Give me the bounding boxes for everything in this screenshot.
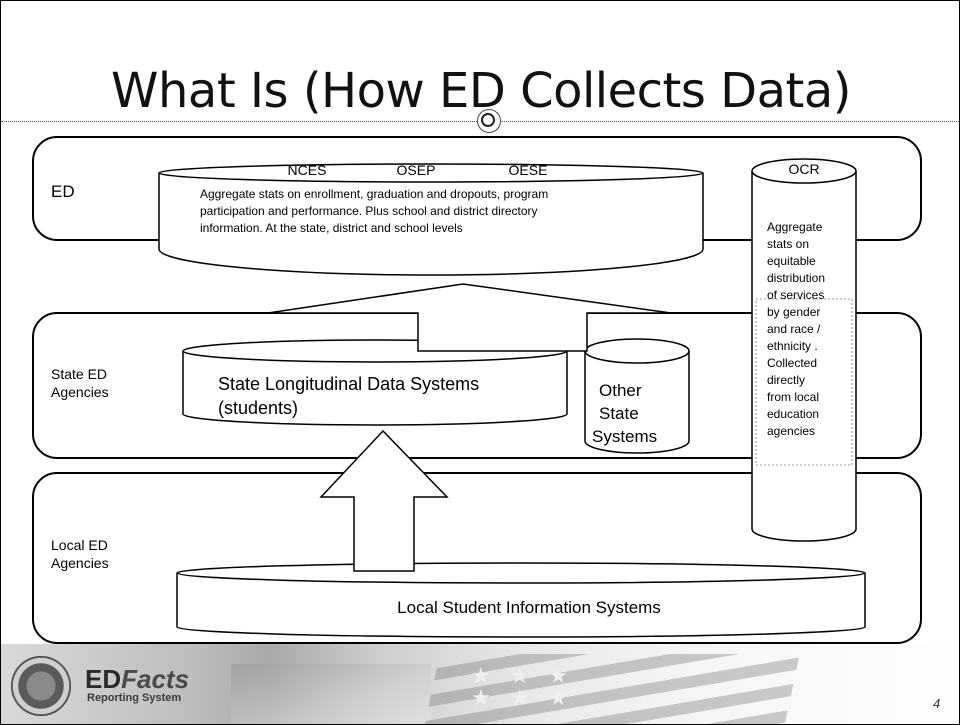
ed-tier-label: ED	[51, 182, 75, 201]
local-sis-label: Local Student Information Systems	[397, 598, 661, 617]
ocr-description-line: Collected	[767, 356, 817, 370]
local-sis-database	[176, 562, 866, 638]
ocr-description-line: education	[767, 407, 819, 421]
ocr-description-line: directly	[767, 373, 805, 387]
ocr-description-line: stats on	[767, 237, 809, 251]
flag-stars-image: ★ ★ ★★ ★ ★	[471, 664, 575, 711]
slds-label-line-2: (students)	[218, 398, 298, 418]
ed-aggregate-database	[158, 163, 704, 276]
divider-ornament-icon	[477, 109, 501, 133]
ed-description-line-1: Aggregate stats on enrollment, graduatio…	[200, 187, 548, 201]
office-oese-label: OESE	[509, 162, 548, 178]
ocr-description-line: ethnicity .	[767, 339, 818, 353]
footer-photo-blur	[231, 664, 431, 724]
office-osep-label: OSEP	[397, 162, 436, 178]
local-tier-label-line-1: Local ED	[51, 537, 108, 553]
ocr-description-line: distribution	[767, 271, 825, 285]
logo-italic-text: Facts	[121, 664, 190, 694]
office-nces-label: NCES	[288, 162, 327, 178]
ocr-description-line: agencies	[767, 424, 815, 438]
other-state-systems-database	[584, 338, 690, 454]
ocr-description-line: Aggregate	[767, 220, 823, 234]
other-state-label-line-3: Systems	[592, 427, 657, 446]
ocr-description-line: from local	[767, 390, 819, 404]
local-to-state-arrow	[319, 429, 449, 572]
state-tier-label-line-1: State ED	[51, 366, 107, 382]
ocr-description-line: and race /	[767, 322, 821, 336]
state-tier-label-line-2: Agencies	[51, 384, 109, 400]
ocr-label: OCR	[788, 161, 819, 177]
state-to-ed-arrow	[267, 283, 672, 352]
logo-subtitle: Reporting System	[87, 692, 182, 704]
ocr-description-line: equitable	[767, 254, 816, 268]
ocr-description: Aggregate stats on equitable distributio…	[767, 220, 825, 438]
ocr-description-line: of services	[767, 288, 824, 302]
other-state-label-line-2: State	[599, 404, 639, 423]
logo-bold-text: ED	[85, 664, 122, 694]
local-tier-label-line-2: Agencies	[51, 555, 109, 571]
department-seal-icon	[11, 656, 71, 716]
slds-label-line-1: State Longitudinal Data Systems	[218, 374, 479, 394]
slide-title: What Is (How ED Collects Data)	[111, 63, 851, 119]
ocr-text-overlay-frame	[755, 298, 853, 466]
other-state-label-line-1: Other	[599, 381, 642, 400]
ocr-database	[751, 158, 857, 542]
ed-description-line-2: participation and performance. Plus scho…	[200, 204, 538, 218]
page-number: 4	[933, 696, 941, 711]
ed-description-line-3: information. At the state, district and …	[200, 221, 463, 235]
edfacts-logo: EDFacts	[85, 666, 189, 692]
ocr-description-line: by gender	[767, 305, 820, 319]
footer-banner: ★ ★ ★★ ★ ★ EDFacts Reporting System	[1, 644, 959, 724]
